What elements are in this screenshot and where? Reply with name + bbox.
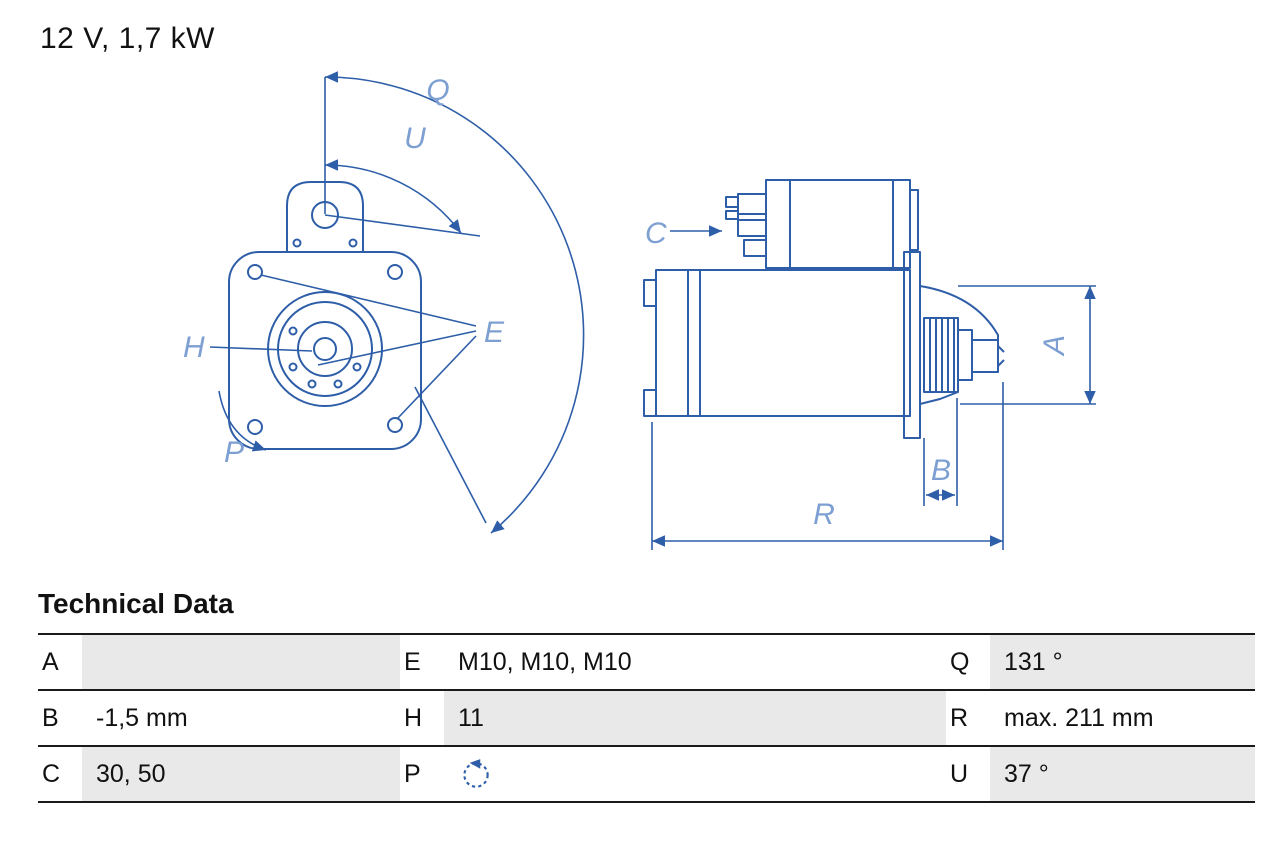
dimension-labels: Q U H E P C A B R [183, 74, 1071, 531]
value-u: 37 ° [990, 747, 1255, 801]
dim-label-r: R [813, 498, 835, 531]
motor-body [643, 269, 911, 417]
voltage-power-label: 12 V, 1,7 kW [40, 22, 215, 55]
value-c: 30, 50 [82, 747, 400, 801]
dim-label-h: H [183, 331, 205, 364]
value-a [82, 635, 400, 689]
technical-data-heading: Technical Data [38, 588, 234, 619]
center-boss [267, 291, 383, 407]
mounting-flange [228, 251, 422, 450]
dim-label-u: U [404, 122, 426, 155]
value-q: 131 ° [990, 635, 1255, 689]
key-c: C [42, 759, 61, 788]
side-view [643, 179, 1096, 550]
dim-label-b: B [931, 454, 951, 487]
dim-label-c: C [645, 217, 667, 250]
dim-label-q: Q [426, 74, 449, 107]
technical-data-table: A E M10, M10, M10 Q 131 ° B -1,5 mm H 11… [38, 633, 1255, 803]
key-a: A [42, 647, 59, 676]
front-view [209, 71, 585, 534]
dim-label-a: A [1038, 335, 1071, 357]
key-b: B [42, 703, 59, 732]
key-h: H [404, 703, 423, 732]
key-e: E [404, 647, 421, 676]
front-dimension-lines [209, 71, 585, 534]
table-row: C 30, 50 P U 37 ° [38, 745, 1255, 803]
value-h: 11 [444, 691, 946, 745]
value-r: max. 211 mm [1004, 703, 1154, 732]
value-e: M10, M10, M10 [458, 647, 632, 676]
dim-label-e: E [484, 316, 505, 349]
value-p [444, 747, 946, 801]
table-row: A E M10, M10, M10 Q 131 ° [38, 633, 1255, 689]
starter-motor-technical-drawing: Q U H E P C A B R [183, 71, 1096, 550]
side-dimension-lines [651, 225, 1096, 550]
key-r: R [950, 703, 969, 732]
key-u: U [950, 759, 969, 788]
key-q: Q [950, 647, 970, 676]
solenoid [725, 179, 919, 269]
table-row: B -1,5 mm H 11 R max. 211 mm [38, 689, 1255, 745]
dim-label-p: P [224, 436, 244, 469]
value-b: -1,5 mm [96, 703, 188, 732]
drive-end [903, 251, 1005, 439]
key-p: P [404, 759, 421, 788]
rotation-ccw-icon [463, 759, 489, 788]
